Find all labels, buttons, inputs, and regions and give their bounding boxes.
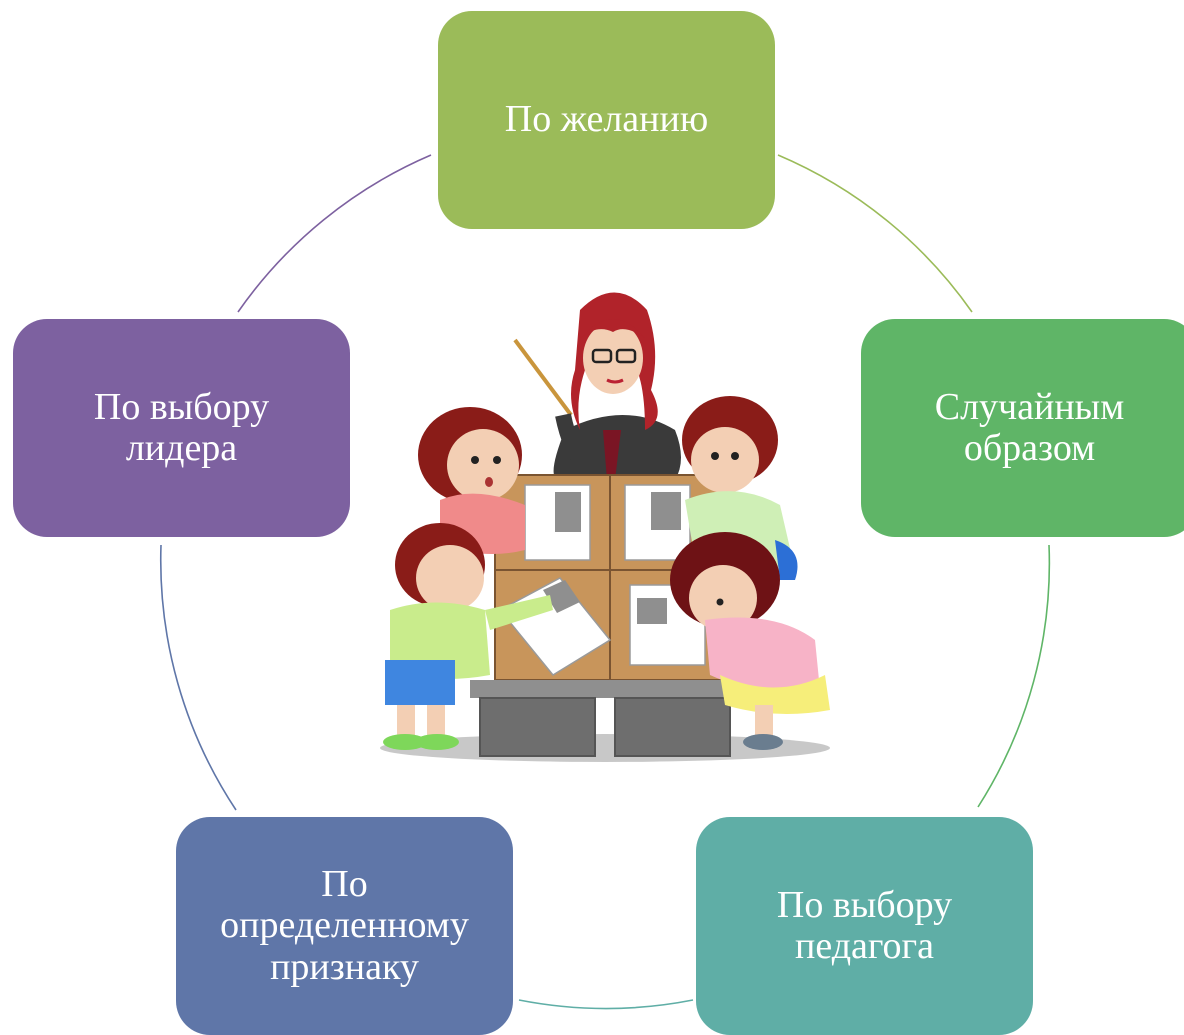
- teacher-children-illustration: [380, 292, 830, 762]
- connector-bottomleft-left: [159, 544, 237, 811]
- child-figure-4: [670, 532, 830, 750]
- node-sluchaynym-obrazom: Случайным образом: [861, 319, 1184, 537]
- node-label: По выбору лидера: [93, 385, 270, 469]
- node-po-opredelennomu-priznaku: По определенному признаку: [176, 817, 513, 1035]
- node-label: Случайным образом: [934, 385, 1125, 469]
- connector-right-bottomright: [977, 544, 1051, 808]
- connector-left-top: [237, 154, 432, 313]
- node-label: По желанию: [504, 98, 709, 141]
- connector-bottomright-bottomleft: [518, 999, 694, 1010]
- node-po-vyboru-lidera: По выбору лидера: [13, 319, 350, 537]
- node-label: По выбору педагога: [776, 883, 953, 967]
- child-figure-3: [383, 523, 553, 750]
- teacher-figure: [513, 292, 681, 480]
- connector-top-right: [777, 154, 973, 313]
- node-po-zhelaniyu: По желанию: [438, 11, 775, 229]
- child-figure-1: [418, 407, 525, 554]
- node-label: По определенному признаку: [220, 863, 469, 988]
- node-po-vyboru-pedagoga: По выбору педагога: [696, 817, 1033, 1035]
